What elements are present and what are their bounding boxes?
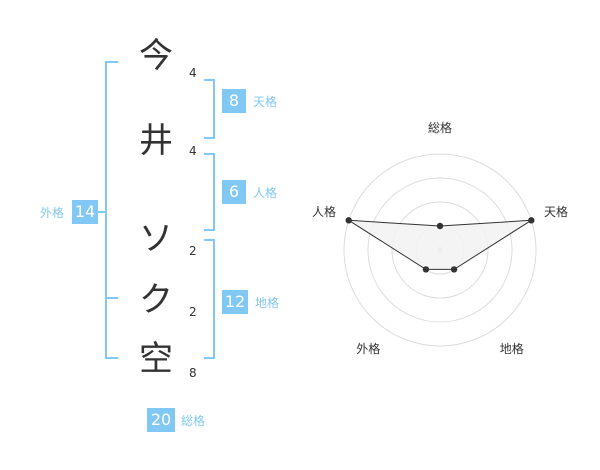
- stroke-count-1: 4: [189, 66, 197, 80]
- radar-axis-label-4: 外格: [356, 341, 381, 356]
- stroke-count-3: 2: [189, 244, 197, 258]
- gaikaku-badge: 14: [72, 200, 98, 224]
- radar-axis-label-2: 天格: [544, 205, 569, 220]
- stroke-count-4: 2: [189, 305, 197, 319]
- chikaku-badge: 12: [222, 290, 248, 314]
- soukaku-label: 総格: [181, 414, 206, 428]
- radar-ring-4: [343, 153, 537, 347]
- radar-point-5: [345, 217, 352, 224]
- name-char-1: 今: [139, 36, 173, 76]
- tenkaku-badge: 8: [222, 89, 246, 113]
- name-char-3: ソ: [139, 219, 173, 259]
- radar-point-2: [528, 217, 535, 224]
- name-char-4: ク: [139, 280, 173, 320]
- radar-ring-3: [367, 177, 513, 323]
- stroke-count-5: 8: [189, 366, 197, 380]
- radar-axis-label-5: 人格: [311, 205, 336, 220]
- jinkaku-bracket: [204, 153, 215, 231]
- tenkaku-label: 天格: [253, 95, 278, 109]
- name-char-5: 空: [139, 339, 173, 379]
- radar-axis-label-3: 地格: [499, 341, 524, 356]
- jinkaku-label: 人格: [253, 186, 278, 200]
- name-char-2: 井: [139, 121, 173, 161]
- radar-axis-label-1: 総格: [427, 121, 452, 135]
- tenkaku-bracket: [204, 79, 215, 139]
- radar-point-3: [450, 266, 458, 273]
- radar-point-1: [436, 222, 444, 230]
- soukaku-badge: 20: [147, 408, 175, 432]
- radar-point-4: [422, 266, 430, 273]
- chikaku-bracket: [204, 239, 215, 359]
- radar-polygon: [348, 219, 532, 270]
- radar-ring-2: [391, 201, 489, 299]
- jinkaku-badge: 6: [222, 180, 246, 204]
- gaikaku-bracket: [105, 61, 118, 359]
- chikaku-label: 地格: [255, 296, 280, 310]
- gaikaku-label: 外格: [40, 206, 65, 220]
- stroke-count-2: 4: [189, 144, 197, 158]
